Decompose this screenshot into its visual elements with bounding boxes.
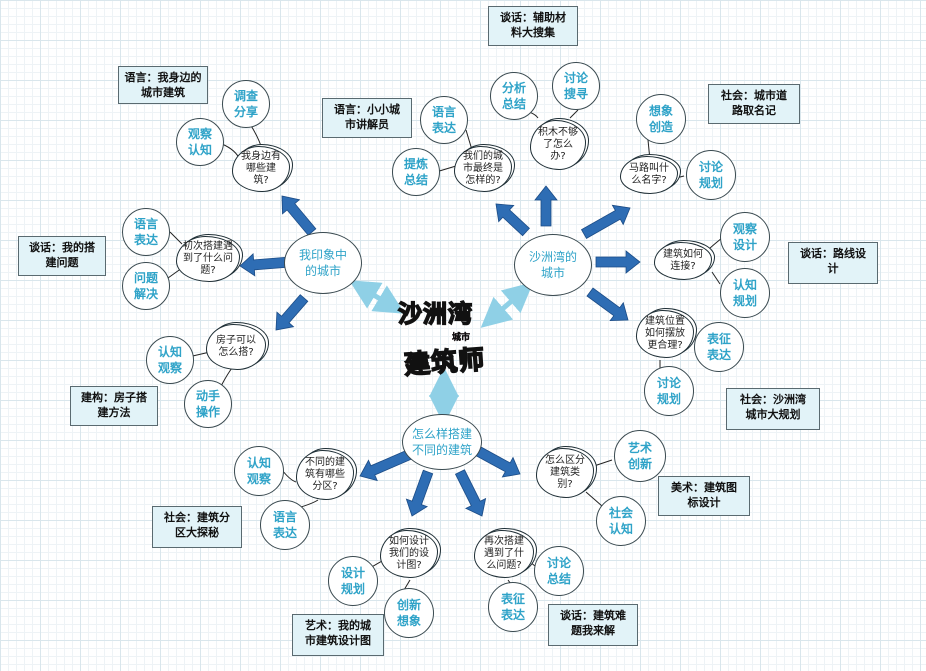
- activity-box: 社会：建筑分 区大探秘: [152, 506, 242, 548]
- block-arrow: [580, 204, 631, 239]
- connector-line: [585, 491, 603, 507]
- skill-circle: 设计 规划: [328, 556, 378, 606]
- skill-circle: 调查 分享: [222, 80, 270, 128]
- question-cloud: 如何设计 我们的设 计图?: [380, 530, 438, 578]
- skill-circle: 讨论 总结: [534, 546, 584, 596]
- connector-line: [593, 459, 613, 467]
- question-cloud: 建筑位置 如何摆放 更合理?: [636, 310, 694, 358]
- block-arrow: [275, 294, 309, 331]
- title-line2: 建筑师: [402, 344, 487, 381]
- activity-box: 艺术：我的城 市建筑设计图: [292, 614, 384, 656]
- main-topic: 我印象中 的城市: [284, 232, 362, 294]
- skill-circle: 语言 表达: [122, 208, 170, 256]
- block-arrow: [473, 445, 521, 478]
- skill-circle: 认知 规划: [720, 268, 770, 318]
- block-arrow: [239, 253, 291, 277]
- skill-circle: 语言 表达: [420, 96, 468, 144]
- skill-circle: 艺术 创新: [614, 430, 666, 482]
- title-line1: 沙洲湾: [397, 299, 473, 329]
- skill-circle: 社会 认知: [596, 496, 646, 546]
- skill-circle: 讨论 规划: [644, 366, 694, 416]
- skill-circle: 认知 观察: [234, 446, 284, 496]
- skill-circle: 提炼 总结: [392, 148, 440, 196]
- block-arrow: [534, 185, 558, 227]
- connector-line: [281, 469, 297, 483]
- block-arrow: [454, 469, 487, 517]
- skill-circle: 语言 表达: [260, 500, 310, 550]
- activity-box: 社会：城市道 路取名记: [708, 84, 800, 124]
- question-cloud: 建筑如何 连接?: [654, 242, 712, 280]
- skill-circle: 观察 设计: [720, 212, 770, 262]
- activity-box: 谈话：建筑难 题我来解: [548, 604, 638, 646]
- connector-line: [169, 231, 183, 245]
- skill-circle: 表征 表达: [694, 322, 744, 372]
- main-topic: 沙洲湾的 城市: [514, 234, 592, 296]
- question-cloud: 我们的城 市最终是 怎样的?: [454, 146, 512, 192]
- skill-circle: 表征 表达: [488, 582, 538, 632]
- skill-circle: 讨论 搜寻: [552, 62, 600, 110]
- skill-circle: 观察 认知: [176, 118, 224, 166]
- question-cloud: 初次搭建遇 到了什么问 题?: [176, 236, 240, 282]
- question-cloud: 我身边有 哪些建 筑?: [232, 146, 290, 192]
- activity-box: 语言：我身边的 城市建筑: [118, 66, 208, 104]
- skill-circle: 动手 操作: [184, 380, 232, 428]
- activity-box: 社会：沙洲湾 城市大规划: [726, 388, 820, 430]
- block-arrow: [495, 203, 530, 237]
- skill-circle: 问题 解决: [122, 262, 170, 310]
- skill-circle: 创新 想象: [384, 588, 434, 638]
- question-cloud: 积木不够 了怎么 办?: [530, 120, 586, 170]
- block-arrow: [281, 195, 317, 236]
- connector-line: [711, 271, 721, 285]
- title-small: 城市: [452, 333, 471, 343]
- block-arrow: [595, 250, 641, 274]
- link-arrow: [349, 280, 405, 314]
- activity-box: 美术：建筑图 标设计: [658, 476, 750, 516]
- activity-box: 谈话：路线设 计: [788, 242, 878, 284]
- skill-circle: 讨论 规划: [686, 150, 736, 200]
- connector-line: [569, 109, 579, 119]
- activity-box: 语言：小小城 市讲解员: [322, 98, 412, 138]
- block-arrow: [405, 469, 434, 517]
- question-cloud: 再次搭建 遇到了什 么问题?: [474, 530, 534, 578]
- block-arrow: [586, 287, 629, 322]
- skill-circle: 想象 创造: [636, 94, 686, 144]
- question-cloud: 怎么区分 建筑类 别?: [536, 448, 594, 498]
- main-topic: 怎么样搭建 不同的建筑: [402, 414, 482, 470]
- question-cloud: 不同的建 筑有哪些 分区?: [296, 450, 354, 500]
- activity-box: 谈话：辅助材 料大搜集: [488, 6, 578, 46]
- question-cloud: 马路叫什 么名字?: [620, 156, 678, 194]
- skill-circle: 分析 总结: [490, 72, 538, 120]
- activity-box: 谈话：我的搭 建问题: [18, 236, 106, 276]
- skill-circle: 认知 观察: [146, 336, 194, 384]
- activity-box: 建构：房子搭 建方法: [70, 386, 158, 426]
- link-arrow: [480, 282, 534, 328]
- question-cloud: 房子可以 怎么搭?: [206, 324, 266, 370]
